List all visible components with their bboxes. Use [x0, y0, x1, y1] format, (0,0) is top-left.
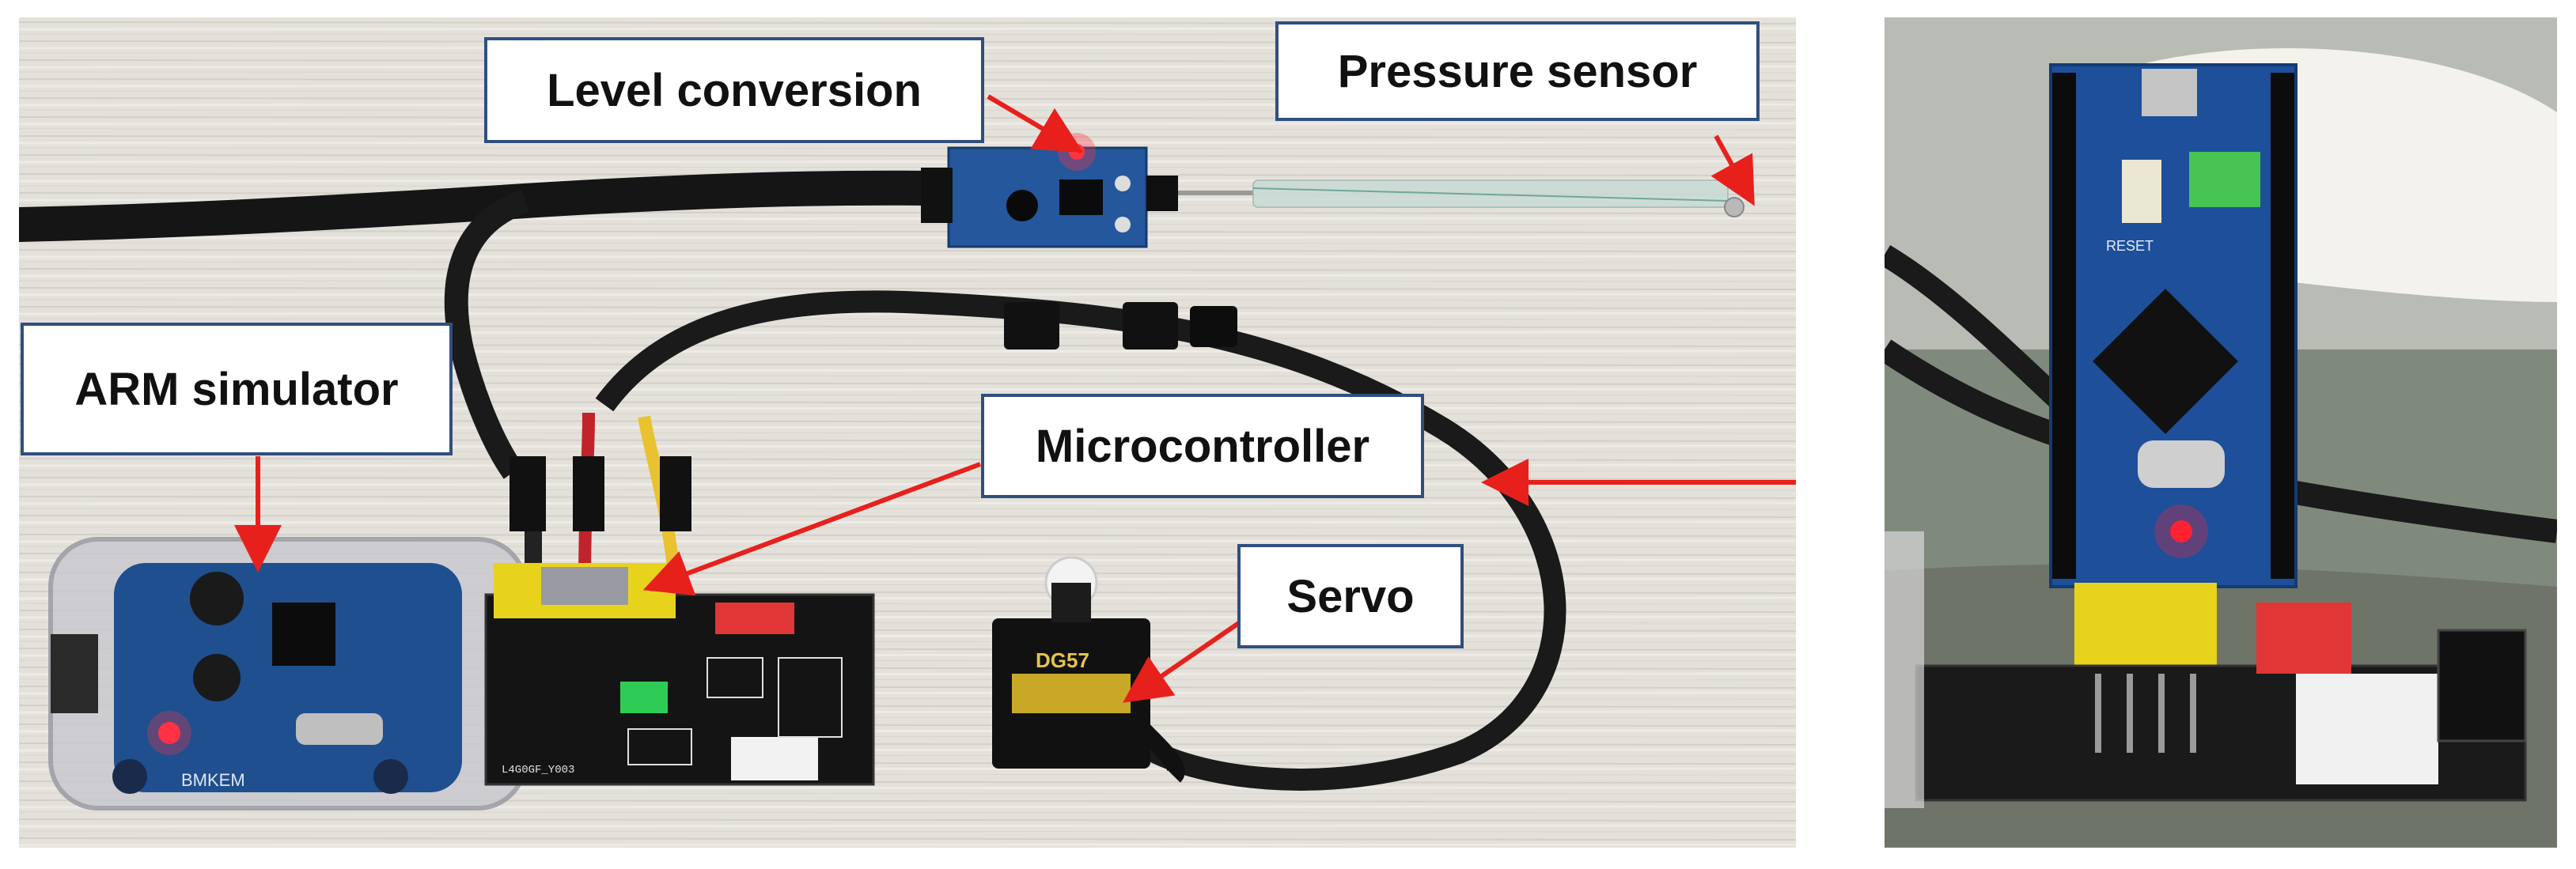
red-arrow-icon: [987, 94, 1084, 153]
microcontroller-label: Microcontroller: [981, 394, 1424, 498]
adapter-silkscreen-marking: L4G0GF_Y003: [502, 764, 574, 776]
red-arrow-icon: [1123, 608, 1259, 703]
right-photo: RESET: [1885, 17, 2557, 848]
arm-simulator-label: ARM simulator: [21, 323, 453, 455]
reset-label-marking: RESET: [2106, 238, 2154, 254]
level-conversion-label: Level conversion: [484, 37, 984, 143]
servo-model-marking: DG57: [1036, 648, 1089, 672]
pressure-sensor-label: Pressure sensor: [1275, 21, 1760, 121]
left-photo: BMKEM L4G0GF_Y003 DG57: [19, 17, 1796, 848]
st-link-brand-marking: BMKEM: [181, 770, 245, 790]
red-arrow-icon: [642, 462, 982, 596]
red-arrow-icon: [1710, 134, 1755, 206]
servo-label: Servo: [1237, 544, 1464, 648]
